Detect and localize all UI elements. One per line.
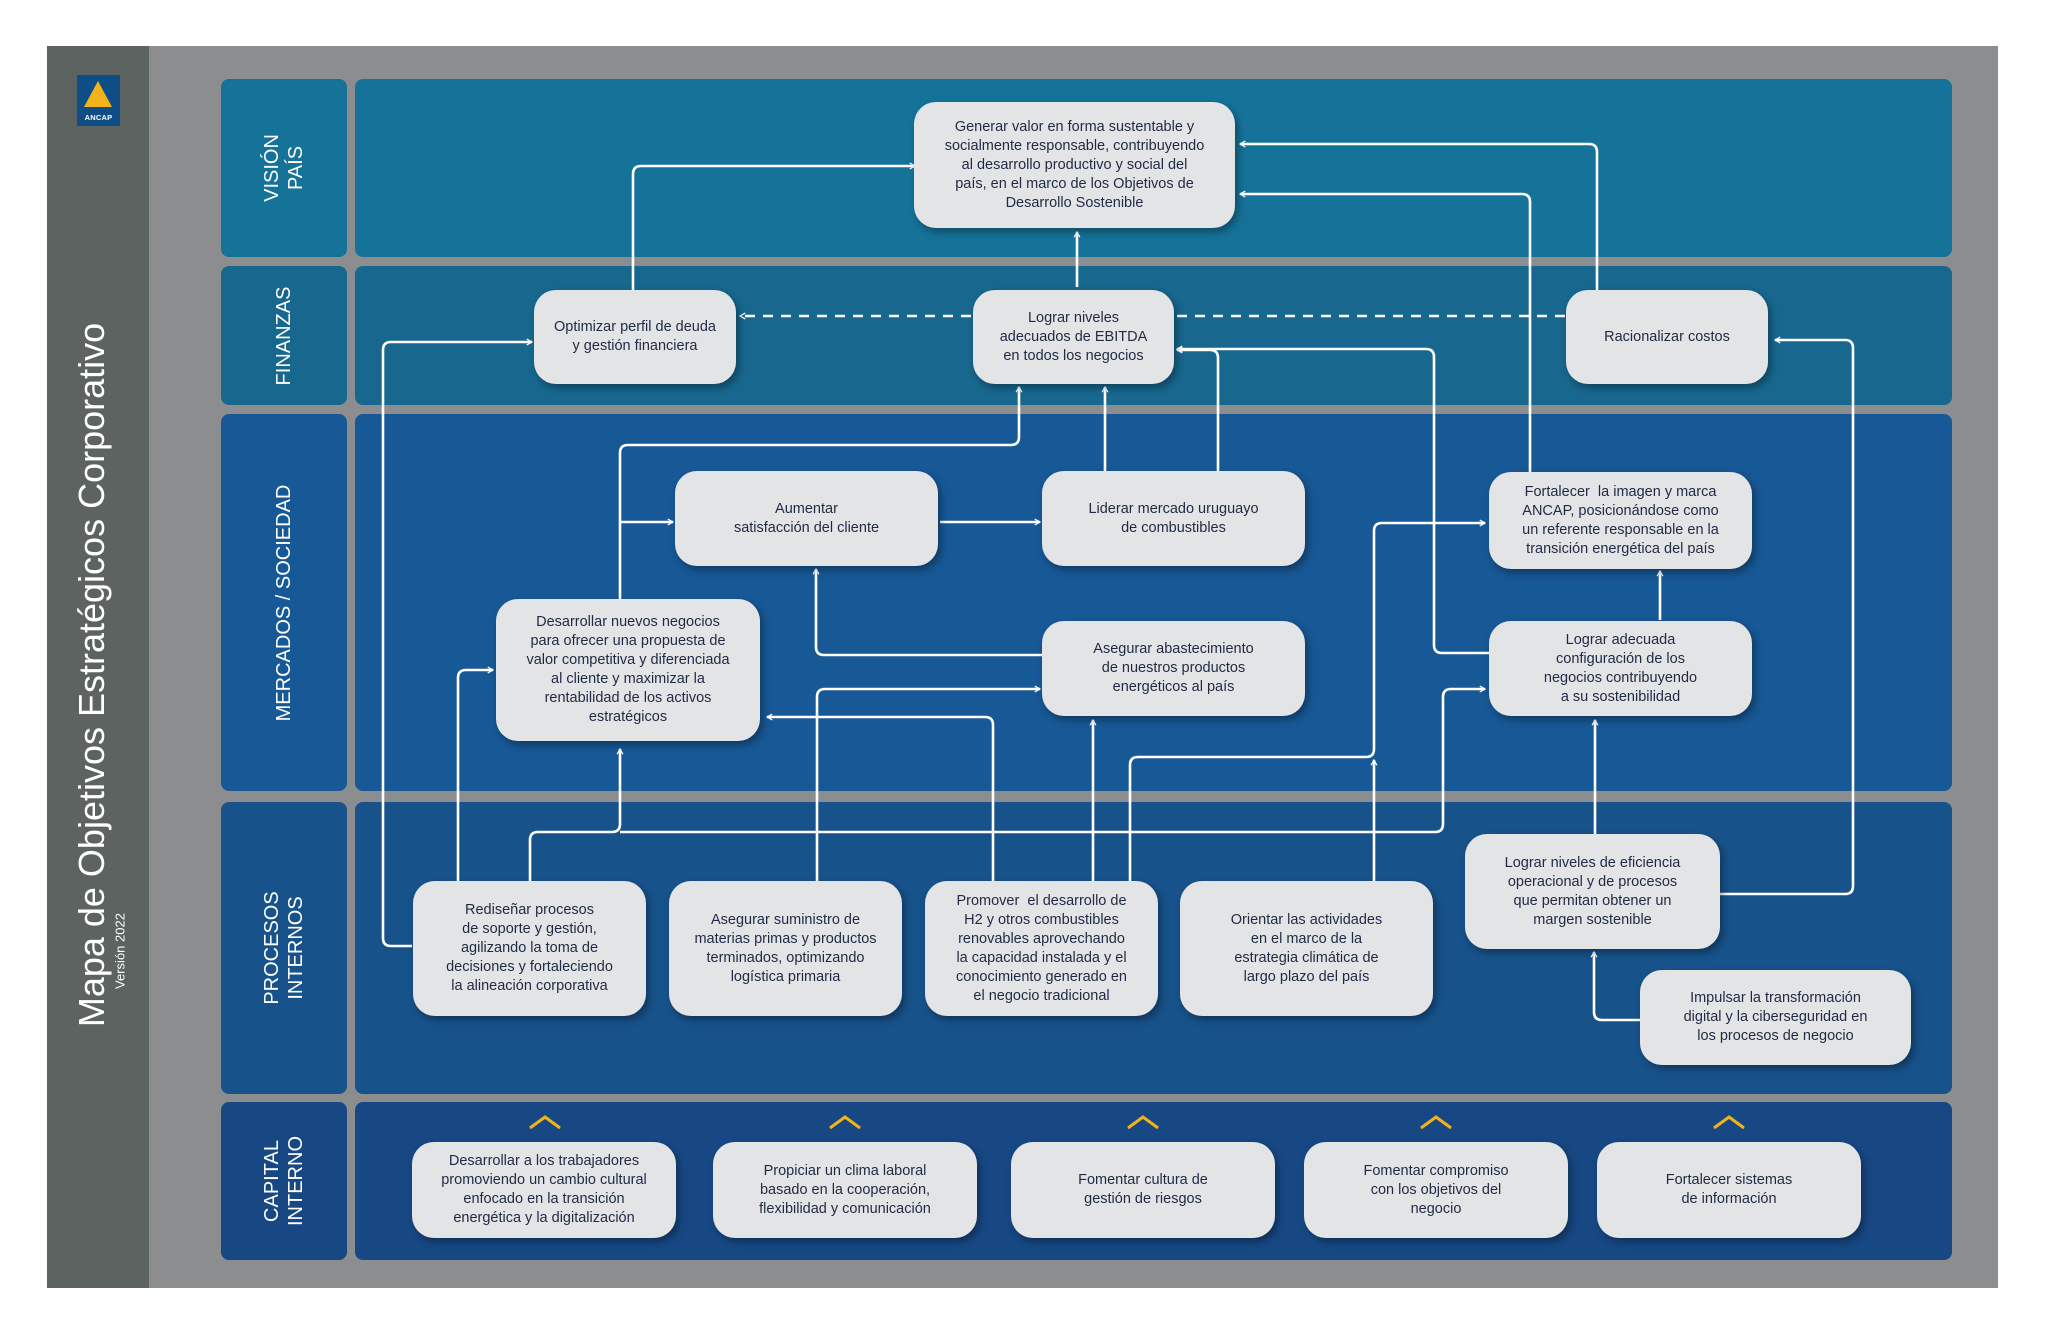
chevron-up-icon — [1127, 1115, 1159, 1130]
objective-nuevos-negocios[interactable]: Desarrollar nuevos negocios para ofrecer… — [496, 599, 760, 741]
objective-suministro[interactable]: Asegurar suministro de materias primas y… — [669, 881, 902, 1016]
link-costos-vision-b — [1240, 194, 1532, 541]
objective-optimizar-deuda[interactable]: Optimizar perfil de deuda y gestión fina… — [534, 290, 736, 384]
link-procesos-bus — [620, 689, 1485, 834]
objective-cultura-riesgos[interactable]: Fomentar cultura de gestión de riesgos — [1011, 1142, 1275, 1238]
objective-redisenar-procesos[interactable]: Rediseñar procesos de soporte y gestión,… — [413, 881, 646, 1016]
ancap-logo: ANCAP — [77, 75, 120, 126]
objective-liderar-mercado[interactable]: Liderar mercado uruguayo de combustibles — [1042, 471, 1305, 566]
objective-configuracion-negocios[interactable]: Lograr adecuada configuración de los neg… — [1489, 621, 1752, 716]
link-digital-eficiencia — [1594, 952, 1640, 1022]
link-h2-imagen — [1128, 523, 1485, 881]
sidebar — [47, 46, 149, 1288]
label-panel-vision: VISIÓN PAÍS — [221, 79, 347, 257]
objective-transformacion-digital[interactable]: Impulsar la transformación digital y la … — [1640, 970, 1911, 1065]
link-suministro-abastecimiento — [815, 689, 1040, 881]
link-eficiencia-costos — [1720, 340, 1855, 896]
objective-h2[interactable]: Promover el desarrollo de H2 y otros com… — [925, 881, 1158, 1016]
objective-racionalizar-costos[interactable]: Racionalizar costos — [1566, 290, 1768, 384]
link-redisenar-nuevos-b — [528, 749, 620, 881]
objective-compromiso[interactable]: Fomentar compromiso con los objetivos de… — [1304, 1142, 1568, 1238]
link-redisenar-nuevos — [456, 670, 493, 881]
link-h2-nuevos — [767, 717, 995, 881]
objective-generar-valor[interactable]: Generar valor en forma sustentable y soc… — [914, 102, 1235, 228]
objective-satisfaccion-cliente[interactable]: Aumentar satisfacción del cliente — [675, 471, 938, 566]
chevron-up-icon — [829, 1115, 861, 1130]
chevron-up-icon — [529, 1115, 561, 1130]
logo-triangle-icon — [84, 81, 112, 107]
link-costos-vision-a — [1240, 144, 1599, 290]
objective-ebitda[interactable]: Lograr niveles adecuados de EBITDA en to… — [973, 290, 1174, 384]
link-abastecimiento-satisfaccion — [816, 569, 1043, 657]
objective-eficiencia-operacional[interactable]: Lograr niveles de eficiencia operacional… — [1465, 834, 1720, 949]
objective-desarrollar-trabajadores[interactable]: Desarrollar a los trabajadores promovien… — [412, 1142, 676, 1238]
link-redisenar-deuda — [381, 342, 532, 948]
link-nuevos-ebitda — [618, 387, 1019, 600]
label-panel-procesos: PROCESOS INTERNOS — [221, 802, 347, 1094]
link-configuracion-ebitda — [1177, 349, 1565, 655]
chevron-up-icon — [1420, 1115, 1452, 1130]
label-panel-capital: CAPITAL INTERNO — [221, 1102, 347, 1260]
label-panel-finanzas: FINANZAS — [221, 266, 347, 405]
label-panel-mercados: MERCADOS / SOCIEDAD — [221, 414, 347, 791]
logo-text: ANCAP — [84, 113, 113, 122]
objective-clima-laboral[interactable]: Propiciar un clima laboral basado en la … — [713, 1142, 977, 1238]
objective-abastecimiento[interactable]: Asegurar abastecimiento de nuestros prod… — [1042, 621, 1305, 716]
objective-estrategia-climatica[interactable]: Orientar las actividades en el marco de … — [1180, 881, 1433, 1016]
objective-imagen-marca[interactable]: Fortalecer la imagen y marca ANCAP, posi… — [1489, 472, 1752, 569]
chevron-up-icon — [1713, 1115, 1745, 1130]
link-liderar-ebitda-b — [1177, 350, 1220, 471]
objective-sistemas-informacion[interactable]: Fortalecer sistemas de información — [1597, 1142, 1861, 1238]
link-deuda-vision — [631, 166, 915, 290]
